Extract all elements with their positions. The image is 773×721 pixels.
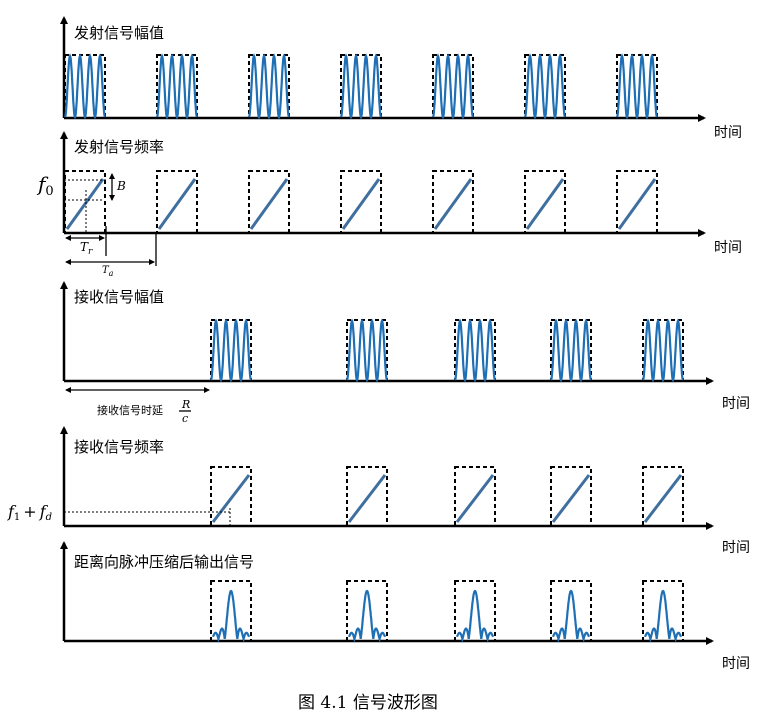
- sinusoid-pulse: [642, 318, 684, 383]
- compressed-peak: [551, 589, 591, 644]
- panel-tx-frequency: 发射信号频率 时间 f0 B Tr Ta: [36, 131, 742, 278]
- sinusoid-pulse: [454, 318, 496, 383]
- x-axis-label: 时间: [714, 240, 742, 256]
- panel-title: 发射信号频率: [74, 138, 164, 156]
- panel-tx-amplitude: 发射信号幅值 时间: [60, 16, 742, 141]
- pulse-window: [550, 580, 592, 642]
- pulse-train: [210, 318, 684, 383]
- pulse-window: [210, 580, 252, 642]
- chirp-train: [64, 170, 658, 234]
- pulse-window: [248, 170, 290, 234]
- compressed-peak: [643, 589, 683, 644]
- sinusoid-pulse: [155, 53, 199, 120]
- pulse-window: [550, 466, 592, 527]
- f0-label: f0: [36, 172, 54, 199]
- panel-rx-amplitude: 接收信号幅值 时间 接收信号时延 R c: [60, 281, 750, 425]
- pulse-window: [156, 170, 198, 234]
- pulse-train: [63, 53, 659, 120]
- chirp-train: [210, 466, 684, 527]
- pulse-window: [616, 170, 658, 234]
- panel-title: 接收信号幅值: [74, 288, 164, 306]
- panel-title: 接收信号频率: [74, 438, 164, 456]
- chirp-ramp: [341, 178, 381, 230]
- bandwidth-label: B: [116, 179, 126, 193]
- chirp-ramp: [617, 178, 657, 230]
- delay-numerator: R: [181, 398, 190, 411]
- sinusoid-pulse: [523, 53, 567, 120]
- sinusoid-pulse: [615, 53, 659, 120]
- chirp-ramp: [433, 178, 473, 230]
- ta-label: Ta: [102, 265, 114, 278]
- pulse-window: [432, 170, 474, 234]
- x-axis-label: 时间: [714, 125, 742, 141]
- chirp-ramp: [157, 178, 197, 230]
- pulse-window: [340, 170, 382, 234]
- panel-title: 发射信号幅值: [74, 24, 164, 42]
- compressed-peak: [211, 589, 251, 644]
- chirp-ramp: [551, 474, 591, 523]
- pulse-window: [210, 466, 252, 527]
- pulse-window: [642, 466, 684, 527]
- chirp-ramp: [643, 474, 683, 523]
- compressed-pulse-train: [210, 580, 684, 644]
- sinusoid-pulse: [339, 53, 383, 120]
- sinusoid-pulse: [346, 318, 388, 383]
- pulse-window: [346, 580, 388, 642]
- pulse-window: [64, 170, 106, 234]
- f1fd-label: f1+fd: [7, 502, 52, 523]
- pulse-window: [642, 580, 684, 642]
- compressed-peak: [347, 589, 387, 644]
- x-axis-label: 时间: [722, 540, 750, 556]
- chirp-ramp: [525, 178, 565, 230]
- sinusoid-pulse: [247, 53, 291, 120]
- pulse-window: [454, 466, 496, 527]
- x-axis-label: 时间: [722, 396, 750, 412]
- pulse-window: [454, 580, 496, 642]
- sinusoid-pulse: [431, 53, 475, 120]
- chirp-ramp: [455, 474, 495, 523]
- sinusoid-pulse: [63, 53, 107, 120]
- figure-caption: 图 4.1 信号波形图: [298, 693, 438, 713]
- tr-label: Tr: [80, 240, 93, 257]
- panel-rx-frequency: 接收信号频率 时间 f1+fd: [7, 426, 750, 556]
- sinusoid-pulse: [210, 318, 252, 383]
- chirp-ramp: [249, 178, 289, 230]
- panel-title: 距离向脉冲压缩后输出信号: [74, 553, 254, 571]
- chirp-ramp: [65, 178, 105, 230]
- pulse-window: [346, 466, 388, 527]
- sinusoid-pulse: [550, 318, 592, 383]
- x-axis-label: 时间: [722, 656, 750, 672]
- chirp-ramp: [347, 474, 387, 523]
- pulse-window: [524, 170, 566, 234]
- delay-label: 接收信号时延: [97, 403, 163, 417]
- panel-compressed-output: 距离向脉冲压缩后输出信号 时间: [60, 541, 750, 672]
- chirp-ramp: [211, 474, 251, 523]
- delay-denominator: c: [182, 412, 188, 425]
- compressed-peak: [455, 589, 495, 644]
